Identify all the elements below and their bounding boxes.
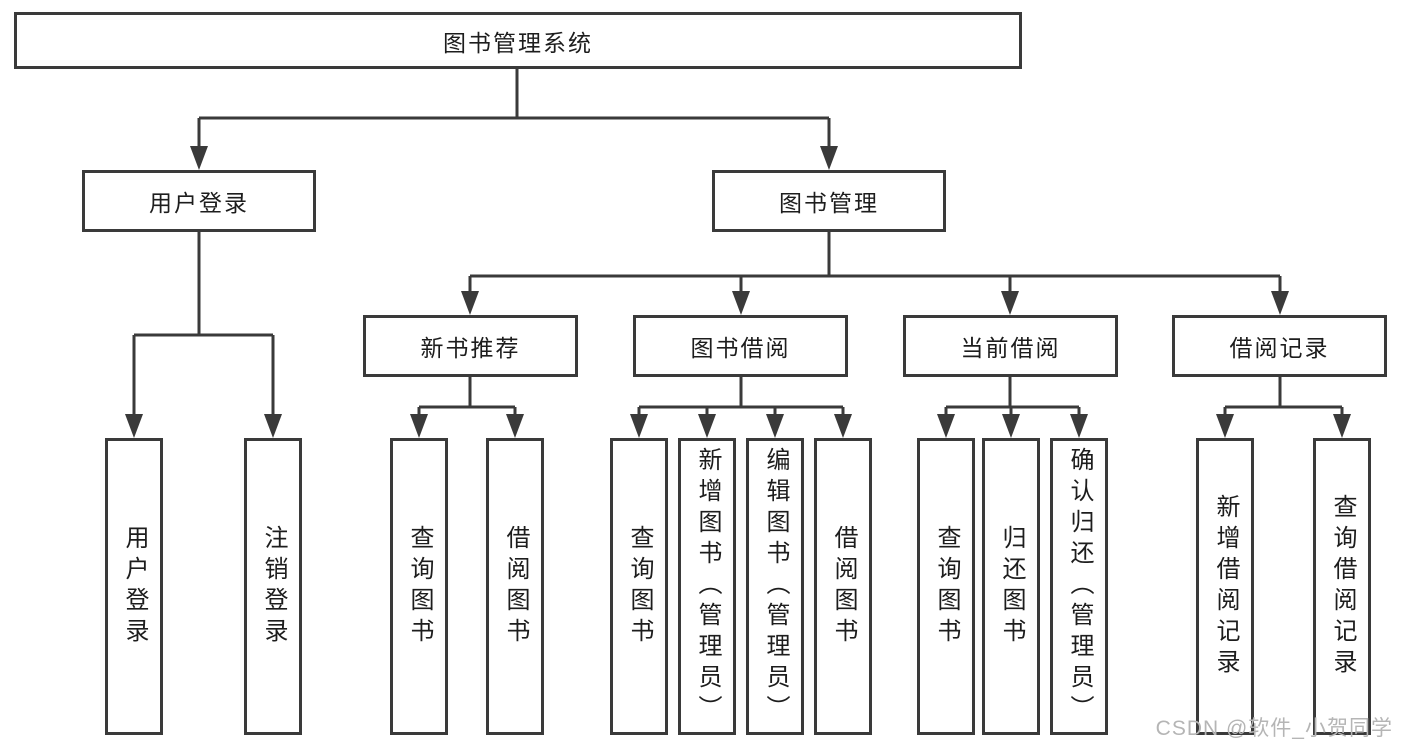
node-borrowing-records: 借阅记录 <box>1172 315 1387 377</box>
node-label: 图书管理系统 <box>443 29 593 56</box>
leaf-label: 查询图书 <box>933 524 960 649</box>
node-book-management: 图书管理 <box>712 170 946 232</box>
leaf-label: 编辑图书（管理员） <box>762 447 789 726</box>
leaf-records-add-borrow-record: 新增借阅记录 <box>1196 438 1254 735</box>
leaf-current-confirm-return-admin: 确认归还（管理员） <box>1050 438 1108 735</box>
node-new-book-recommend: 新书推荐 <box>363 315 578 377</box>
node-library-management-system: 图书管理系统 <box>14 12 1022 69</box>
leaf-newrec-query-books: 查询图书 <box>390 438 448 735</box>
leaf-records-query-borrow-record: 查询借阅记录 <box>1313 438 1371 735</box>
leaf-newrec-borrow-books: 借阅图书 <box>486 438 544 735</box>
leaf-borrow-add-books-admin: 新增图书（管理员） <box>678 438 736 735</box>
node-label: 图书借阅 <box>690 335 791 361</box>
leaf-label: 查询图书 <box>406 524 433 649</box>
leaf-user-login: 用户登录 <box>105 438 163 735</box>
node-book-borrowing: 图书借阅 <box>633 315 848 377</box>
node-current-borrowing: 当前借阅 <box>903 315 1118 377</box>
leaf-label: 查询借阅记录 <box>1329 493 1356 680</box>
leaf-label: 确认归还（管理员） <box>1066 447 1093 726</box>
node-label: 当前借阅 <box>960 335 1061 361</box>
leaf-label: 新增借阅记录 <box>1212 493 1239 680</box>
leaf-logout-login: 注销登录 <box>244 438 302 735</box>
leaf-label: 注销登录 <box>260 524 287 649</box>
leaf-label: 归还图书 <box>998 524 1025 649</box>
csdn-watermark: CSDN @软件_小贺同学 <box>1155 717 1393 740</box>
node-label: 用户登录 <box>149 190 249 216</box>
leaf-label: 借阅图书 <box>830 524 857 649</box>
node-label: 新书推荐 <box>420 335 521 361</box>
node-label: 图书管理 <box>779 190 879 216</box>
leaf-borrow-edit-books-admin: 编辑图书（管理员） <box>746 438 804 735</box>
leaf-current-return-books: 归还图书 <box>982 438 1040 735</box>
node-user-login: 用户登录 <box>82 170 316 232</box>
node-label: 借阅记录 <box>1229 335 1330 361</box>
leaf-borrow-query-books: 查询图书 <box>610 438 668 735</box>
leaf-current-query-books: 查询图书 <box>917 438 975 735</box>
leaf-label: 查询图书 <box>626 524 653 649</box>
leaf-label: 借阅图书 <box>502 524 529 649</box>
leaf-borrow-borrow-books: 借阅图书 <box>814 438 872 735</box>
leaf-label: 新增图书（管理员） <box>694 447 721 726</box>
leaf-label: 用户登录 <box>121 524 148 649</box>
